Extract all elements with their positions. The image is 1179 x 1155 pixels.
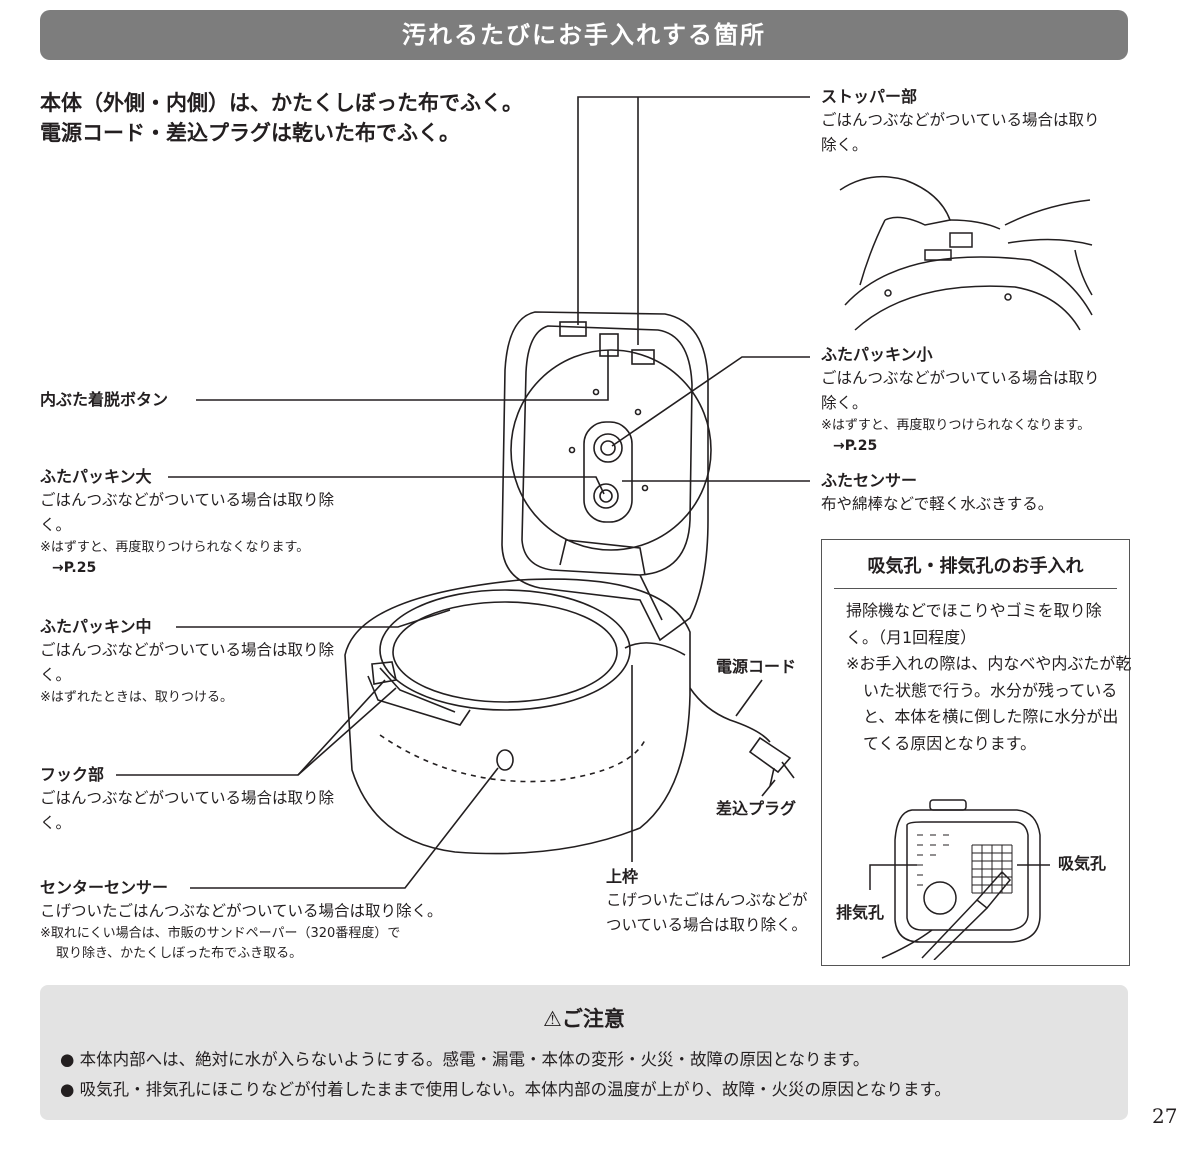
label-intake-vent: 吸気孔 [1058,854,1107,873]
intro-instructions: 本体（外側・内側）は、かたくしぼった布でふく。 電源コード・差込プラグは乾いた布… [40,88,523,148]
leader-stopper [577,96,810,325]
callout-body: ごはんつぶなどがついている場合は取り除く。 [40,491,335,534]
callout-title: ストッパー部 [821,87,918,106]
stopper-part-detail [949,232,973,248]
leader-packing-large [168,476,605,495]
page-reference: →P.25 [833,438,878,454]
caution-item-text: 吸気孔・排気孔にほこりなどが付着したままで使用しない。本体内部の温度が上がり、故… [79,1080,951,1099]
callout-hook: フック部 ごはんつぶなどがついている場合は取り除く。 [40,764,350,836]
caution-heading: ⚠ご注意 [40,1003,1128,1033]
callout-note-continued: 取り除き、かたくしぼった布でふき取る。 [56,946,303,961]
callout-body: ごはんつぶなどがついている場合は取り除く。 [821,111,1100,154]
vent-care-title: 吸気孔・排気孔のお手入れ [867,556,1084,577]
caution-item-text: 本体内部へは、絶対に水が入らないようにする。感電・漏電・本体の変形・火災・故障の… [79,1050,870,1069]
caution-box: ⚠ご注意 ● 本体内部へは、絶対に水が入らないようにする。感電・漏電・本体の変形… [40,985,1128,1120]
callout-lid-packing-medium: ふたパッキン中 ごはんつぶなどがついている場合は取り除く。 ※はずれたときは、取… [40,616,350,708]
callout-body: こげついたごはんつぶなどがついている場合は取り除く。 [606,891,808,934]
callout-title: ふたパッキン大 [40,467,152,486]
bullet-icon: ● [60,1050,80,1069]
inner-pot-opening [379,589,631,711]
leader-inner-lid-button [196,350,609,401]
callout-upper-frame: 上枠 こげついたごはんつぶなどがついている場合は取り除く。 [606,866,814,938]
callout-title: ふたパッキン小 [821,345,933,364]
stopper-part [559,321,587,337]
center-sensor-part [496,749,514,771]
finger-right-hand [1004,199,1093,246]
caution-item: ● 本体内部へは、絶対に水が入らないようにする。感電・漏電・本体の変形・火災・故… [60,1045,1120,1075]
leader-packing-small [611,356,810,447]
caution-list: ● 本体内部へは、絶対に水が入らないようにする。感電・漏電・本体の変形・火災・故… [60,1045,1120,1105]
leader-center-sensor [190,767,499,889]
lid-packing-small-part [583,421,633,523]
vacuum-nozzle [921,898,989,960]
label-inner-lid-button: 内ぶた着脱ボタン [40,390,169,409]
caution-item: ● 吸気孔・排気孔にほこりなどが付着したままで使用しない。本体内部の温度が上がり… [60,1075,1120,1105]
callout-title: フック部 [40,765,105,784]
vent-care-body: 掃除機などでほこりやゴミを取り除く。（月1回程度） [846,601,1102,647]
power-cord-line [689,687,771,743]
exhaust-vent-grid [917,834,949,886]
callout-body: ごはんつぶなどがついている場合は取り除く。 [40,789,335,832]
vent-care-box: 吸気孔・排気孔のお手入れ 掃除機などでほこりやゴミを取り除く。（月1回程度） ※… [821,539,1132,966]
callout-body: 布や綿棒などで軽く水ぶきする。 [821,495,1054,513]
label-plug: 差込プラグ [716,799,797,818]
callout-center-sensor: センターセンサー こげついたごはんつぶなどがついている場合は取り除く。 ※取れに… [40,877,600,964]
callout-title: ふたセンサー [821,471,918,490]
callout-title: ふたパッキン中 [40,617,152,636]
stopper-detail-illustration [839,175,1093,331]
callout-note: ※はずすと、再度取りつけられなくなります。 [40,540,310,555]
hook-part [371,661,397,685]
callout-note: ※取れにくい場合は、市販のサンドペーパー（320番程度）で [40,926,401,941]
intro-line-2: 電源コード・差込プラグは乾いた布でふく。 [40,121,460,145]
body-outline [344,578,691,855]
vent-care-note: ※お手入れの際は、内なべや内ぶたが乾いた状態で行う。水分が残っていると、本体を横… [846,654,1132,753]
lid-edge-detail [844,256,1093,316]
inner-lid-plate [510,349,712,551]
leader-packing-medium [176,609,451,628]
plug-body [748,736,792,774]
bullet-icon: ● [60,1080,80,1099]
leader-plug [761,779,776,797]
page-reference: →P.25 [52,560,97,576]
section-header: 汚れるたびにお手入れする箇所 [40,10,1128,60]
callout-note: ※はずすと、再度取りつけられなくなります。 [821,418,1091,433]
warning-triangle-icon: ⚠ [543,1007,562,1031]
callout-lid-packing-small: ふたパッキン小 ごはんつぶなどがついている場合は取り除く。 ※はずすと、再度取り… [821,344,1111,456]
callout-title: センターセンサー [40,878,169,897]
leader-power-cord [735,679,763,717]
callout-body: こげついたごはんつぶなどがついている場合は取り除く。 [40,902,443,920]
callout-body: ごはんつぶなどがついている場合は取り除く。 [821,369,1100,412]
page-number: 27 [1152,1104,1178,1128]
lid-outline [501,311,709,642]
callout-lid-packing-large: ふたパッキン大 ごはんつぶなどがついている場合は取り除く。 ※はずすと、再度取り… [40,466,350,578]
callout-lid-sensor: ふたセンサー 布や綿棒などで軽く水ぶきする。 [821,470,1121,517]
callout-title: 上枠 [606,867,639,886]
leader-exhaust [869,864,917,890]
callout-stopper: ストッパー部 ごはんつぶなどがついている場合は取り除く。 [821,86,1101,158]
intake-vent-grid [971,844,1013,894]
caution-title: ご注意 [561,1007,625,1031]
finger-left-hand [839,175,952,226]
divider [834,588,1117,589]
cooker-underside-outline [894,809,1041,943]
lid-inner-outline [521,325,693,576]
vent-underside-illustration [869,799,1050,960]
callout-note: ※はずれたときは、取りつける。 [40,690,234,705]
callout-body: ごはんつぶなどがついている場合は取り除く。 [40,641,335,684]
intro-line-1: 本体（外側・内側）は、かたくしぼった布でふく。 [40,91,523,115]
label-power-cord: 電源コード [716,657,797,676]
label-exhaust-vent: 排気孔 [836,903,885,922]
